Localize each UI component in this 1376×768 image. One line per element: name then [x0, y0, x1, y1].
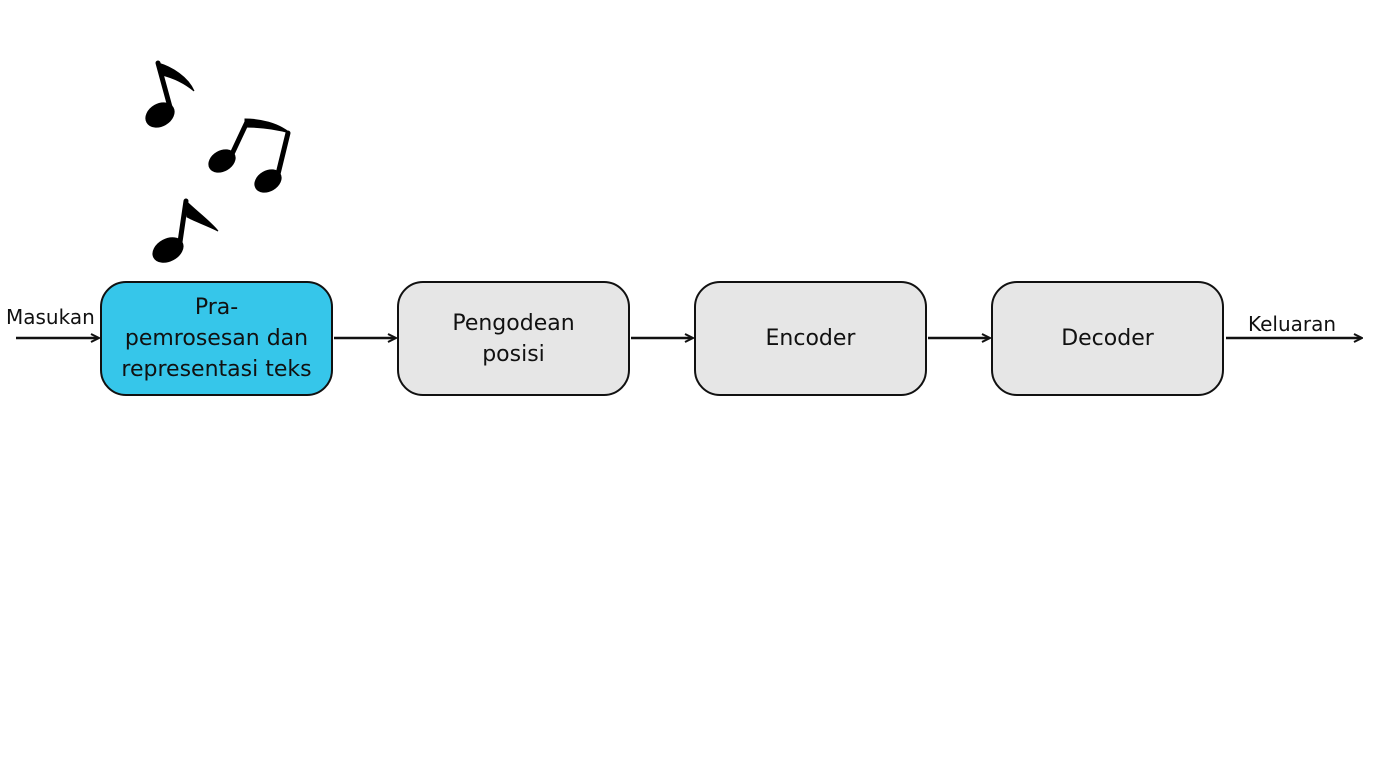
preprocessing-box-label: Pra- pemrosesan dan representasi teks	[121, 295, 312, 382]
output-label: Keluaran	[1248, 312, 1337, 336]
positional-encoding-box: Pengodean posisi	[397, 281, 630, 396]
positional-encoding-box-label: Pengodean posisi	[452, 310, 575, 367]
encoder-box-label: Encoder	[765, 326, 856, 351]
decoder-box-label: Decoder	[1061, 326, 1154, 351]
input-label: Masukan	[6, 305, 95, 329]
preprocessing-box: Pra- pemrosesan dan representasi teks	[100, 281, 333, 396]
decoder-box: Decoder	[991, 281, 1224, 396]
encoder-box: Encoder	[694, 281, 927, 396]
music-notes-icon	[145, 60, 291, 263]
